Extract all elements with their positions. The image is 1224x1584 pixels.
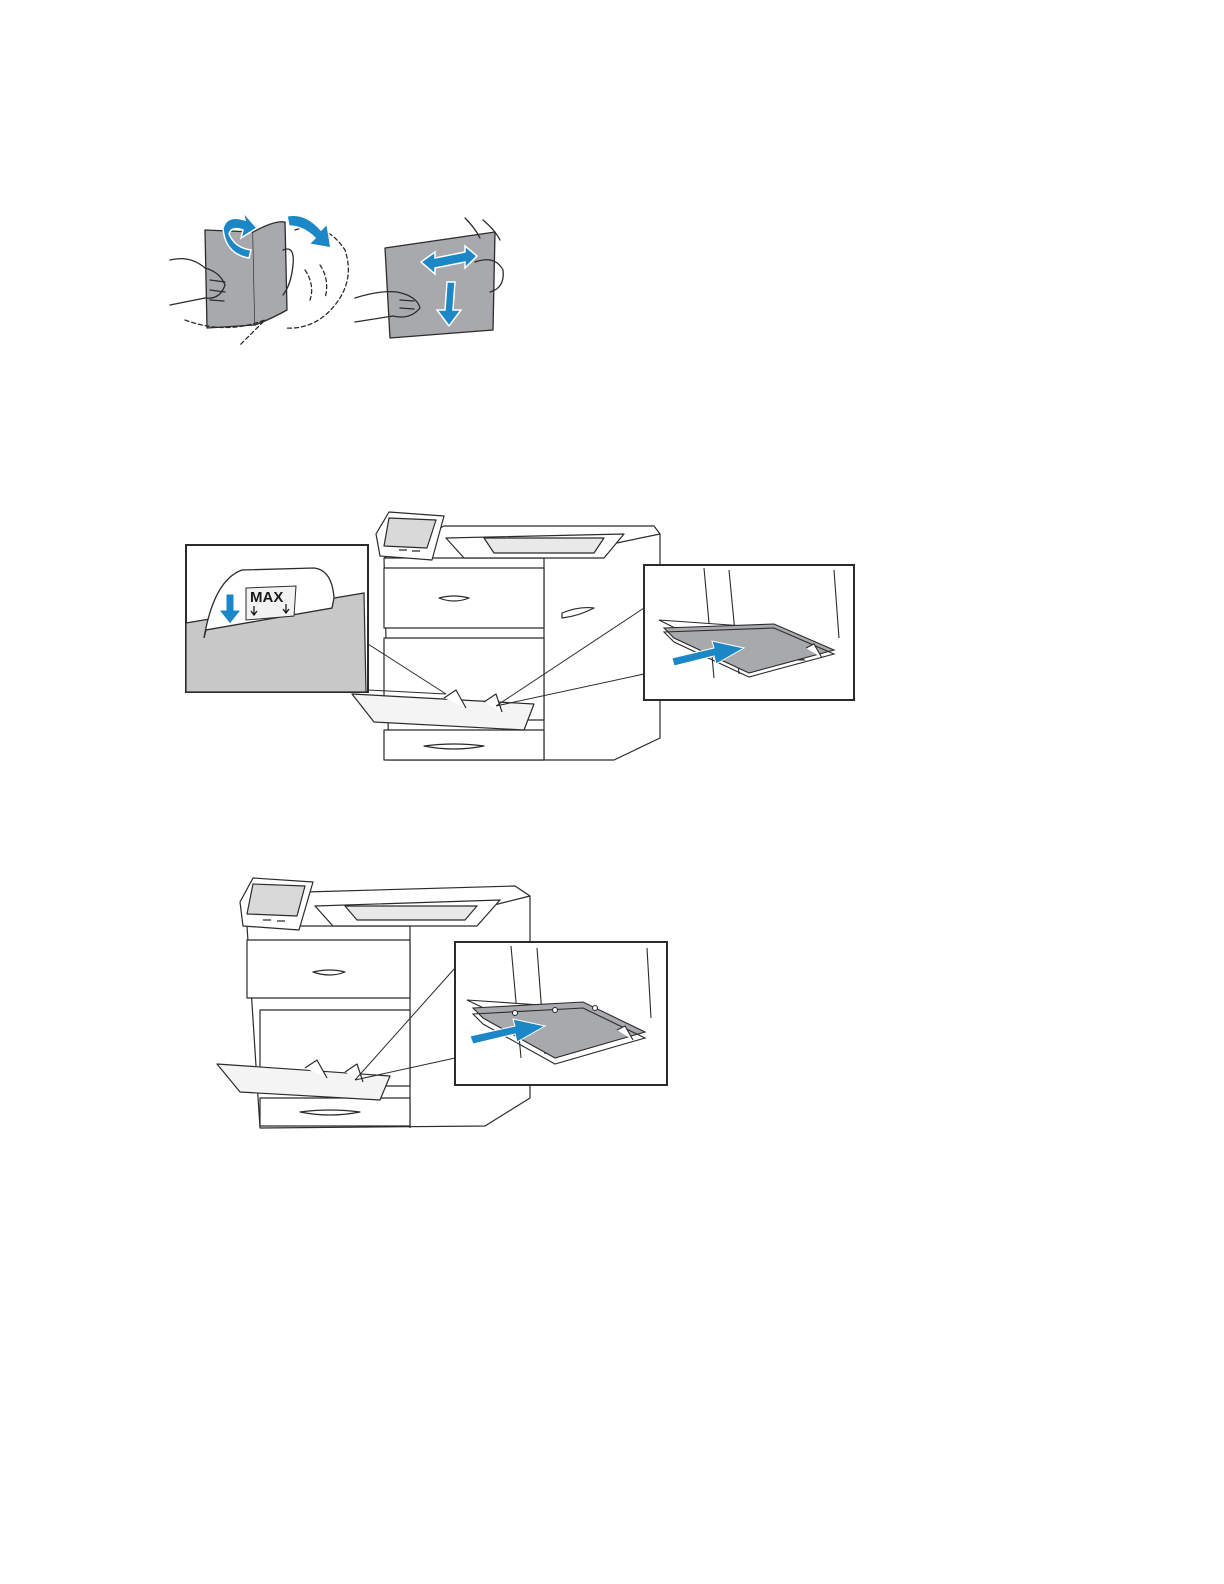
- bypass-tray-inset: [644, 565, 854, 700]
- insert-paper-inset: [455, 942, 667, 1085]
- printer-insert-paper-illustration: [215, 868, 670, 1163]
- printer-max-fill-illustration: MAX: [184, 498, 856, 794]
- fan-paper-illustration: [165, 210, 515, 355]
- max-fill-inset: MAX: [186, 545, 368, 692]
- max-fill-printer-figure: MAX: [184, 498, 856, 794]
- max-label: MAX: [250, 589, 283, 606]
- insert-paper-printer-figure: [215, 868, 670, 1163]
- fan-paper-figure: [165, 210, 515, 355]
